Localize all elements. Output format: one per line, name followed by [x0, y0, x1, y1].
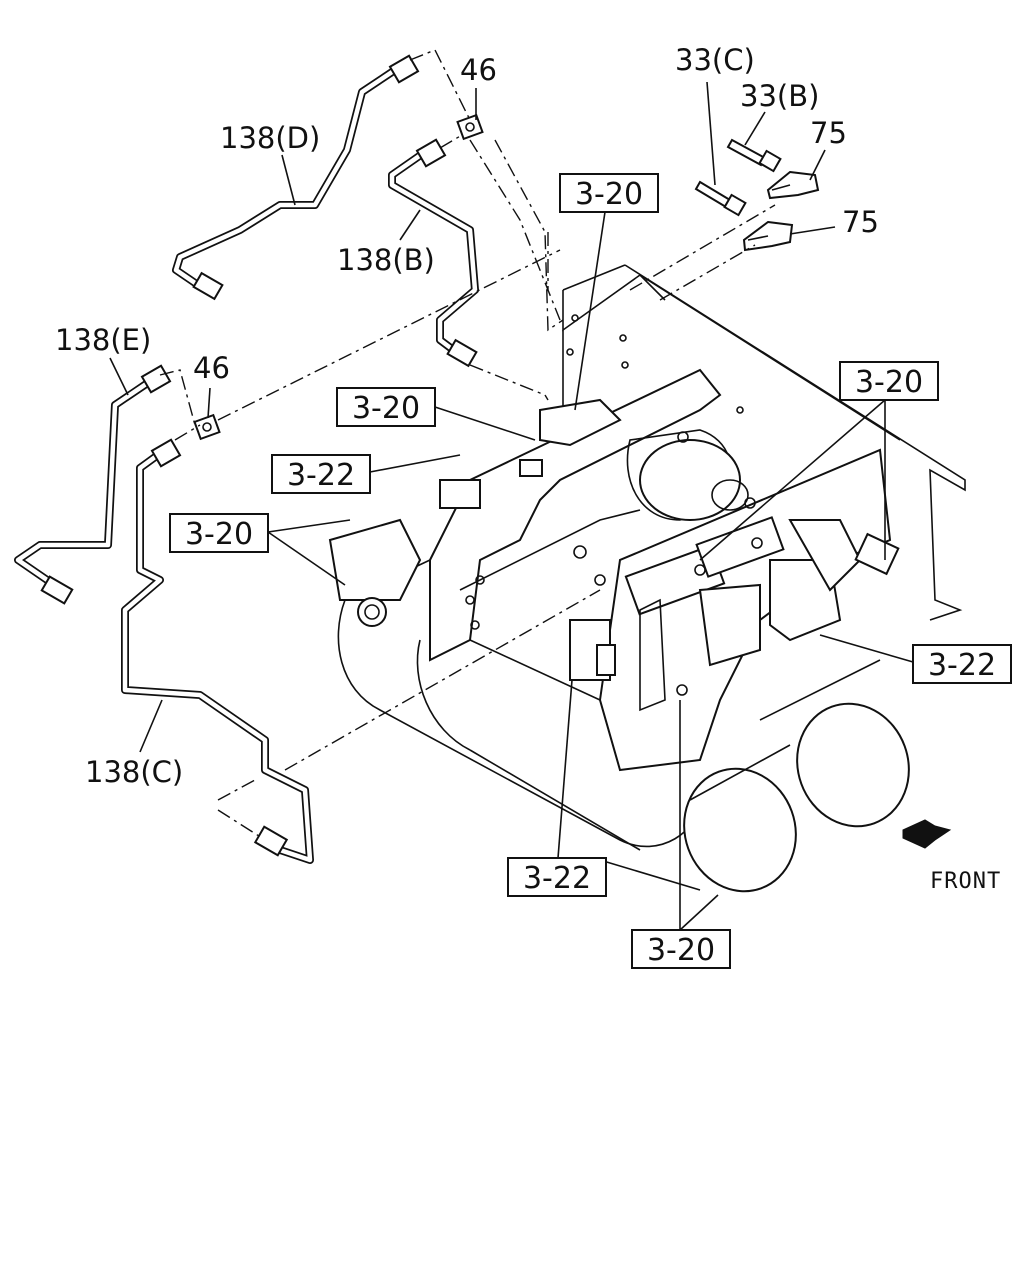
pipe-138B: [388, 138, 479, 368]
svg-text:3-20: 3-20: [575, 177, 643, 212]
pipe-138E: [14, 364, 172, 605]
callout-33C: 33(C): [675, 43, 755, 77]
ref-box-3-20-right: 3-20: [839, 361, 939, 401]
ref-box-3-20-bottom: 3-20: [631, 929, 731, 969]
svg-text:3-20: 3-20: [352, 391, 420, 426]
fitting-75-upper: [766, 170, 820, 200]
valve-bracket: [328, 368, 900, 772]
fitting-75-lower: [742, 220, 794, 252]
ref-box-3-20-top: 3-20: [559, 173, 659, 213]
assembly-lines: [159, 49, 776, 839]
reference-boxes: 3-20 3-20 3-22 3-20 3-20 3-22 3-22 3-20: [169, 173, 1012, 969]
pipe-138D: [172, 54, 420, 301]
callout-46-upper: 46: [460, 53, 497, 87]
ref-box-3-22-bottom: 3-22: [507, 857, 607, 897]
callout-75-upper: 75: [810, 116, 847, 150]
chassis-frame: [562, 264, 966, 621]
callout-75-lower: 75: [842, 205, 879, 239]
nut-46-lower: [193, 413, 221, 441]
ref-box-3-20-left-lower: 3-20: [169, 513, 269, 553]
bolt-33C: [694, 180, 747, 217]
part-callouts: 138(D) 46 138(B) 33(C) 33(B) 75 75 138(E…: [55, 43, 879, 789]
bolt-33B: [726, 138, 782, 173]
svg-text:3-20: 3-20: [855, 365, 923, 400]
callout-33B: 33(B): [740, 79, 819, 113]
ref-box-3-22-right: 3-22: [912, 644, 1012, 684]
pipe-138C: [121, 438, 314, 864]
callout-138B: 138(B): [337, 243, 435, 277]
ref-box-3-22-left: 3-22: [271, 454, 371, 494]
svg-text:3-22: 3-22: [523, 861, 591, 896]
callout-138C: 138(C): [85, 755, 183, 789]
callout-138D: 138(D): [220, 121, 320, 155]
front-label: FRONT: [930, 869, 1001, 894]
ref-box-3-20-left-upper: 3-20: [336, 387, 436, 427]
front-arrow-icon: [902, 819, 952, 849]
svg-text:3-20: 3-20: [185, 517, 253, 552]
air-tanks: [337, 559, 910, 893]
leader-lines: [109, 81, 914, 931]
nut-46-upper: [456, 113, 484, 141]
callout-46-lower: 46: [193, 351, 230, 385]
front-direction: FRONT: [902, 819, 1001, 894]
svg-text:3-22: 3-22: [928, 648, 996, 683]
callout-138E: 138(E): [55, 323, 151, 357]
svg-text:3-20: 3-20: [647, 933, 715, 968]
svg-text:3-22: 3-22: [287, 458, 355, 493]
